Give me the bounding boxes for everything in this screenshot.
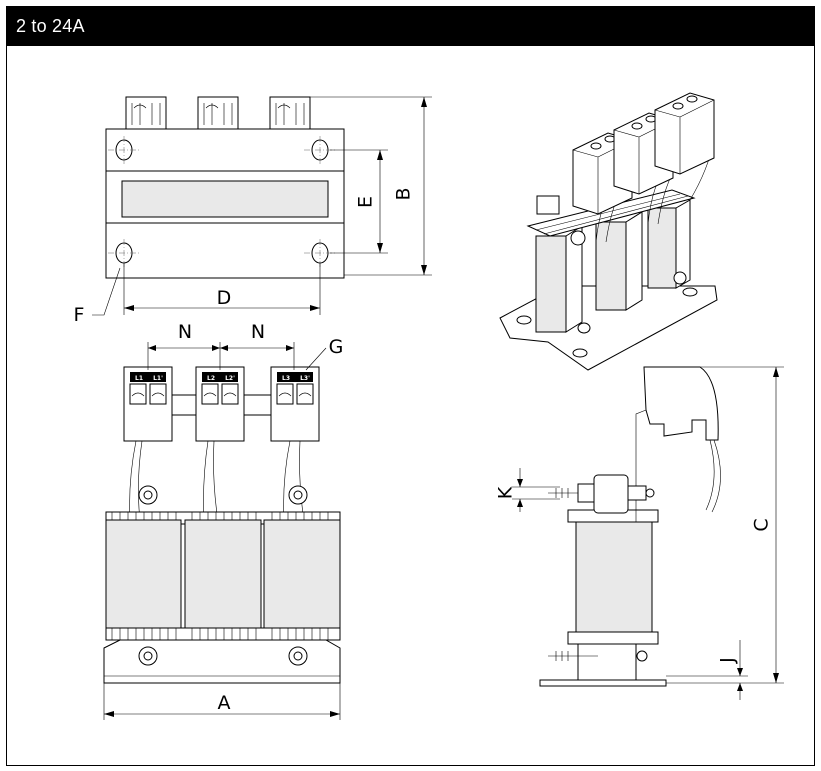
side-view <box>512 366 784 700</box>
dimension-label-c: C <box>751 518 773 531</box>
dimension-label-d: D <box>217 287 232 309</box>
dimension-label-a: A <box>218 692 231 714</box>
top-view <box>92 96 432 316</box>
dimension-label-b: B <box>393 187 415 200</box>
dimension-label-j: J <box>717 657 739 664</box>
coil-3 <box>263 519 341 631</box>
dimension-label-n-1: N <box>178 321 192 343</box>
terminal-label-l3: L3 <box>282 375 290 382</box>
front-terminal-blocks <box>123 366 320 442</box>
front-view: L1 L1' L2 L2' L3 L3' <box>103 342 341 720</box>
dimension-label-k: K <box>495 486 517 499</box>
top-view-terminals <box>125 96 311 130</box>
top-bracket-lower <box>105 222 345 279</box>
terminal-label-l1-prime: L1' <box>153 375 163 382</box>
terminal-label-l3-prime: L3' <box>300 375 310 382</box>
terminal-label-l1: L1 <box>135 375 143 382</box>
dimension-label-f: F <box>74 304 85 326</box>
dimension-label-e: E <box>355 196 377 208</box>
header-title: 2 to 24A <box>16 16 85 36</box>
coil-1 <box>105 519 182 631</box>
dimension-label-g: G <box>329 336 344 358</box>
isometric-view <box>499 92 718 371</box>
mounting-hole <box>108 136 336 267</box>
dimension-label-n-2: N <box>251 321 265 343</box>
terminal-label-l2: L2 <box>207 375 215 382</box>
coil-2 <box>184 519 262 631</box>
terminal-label-l2-prime: L2' <box>225 375 235 382</box>
header-bar: 2 to 24A <box>7 7 814 46</box>
